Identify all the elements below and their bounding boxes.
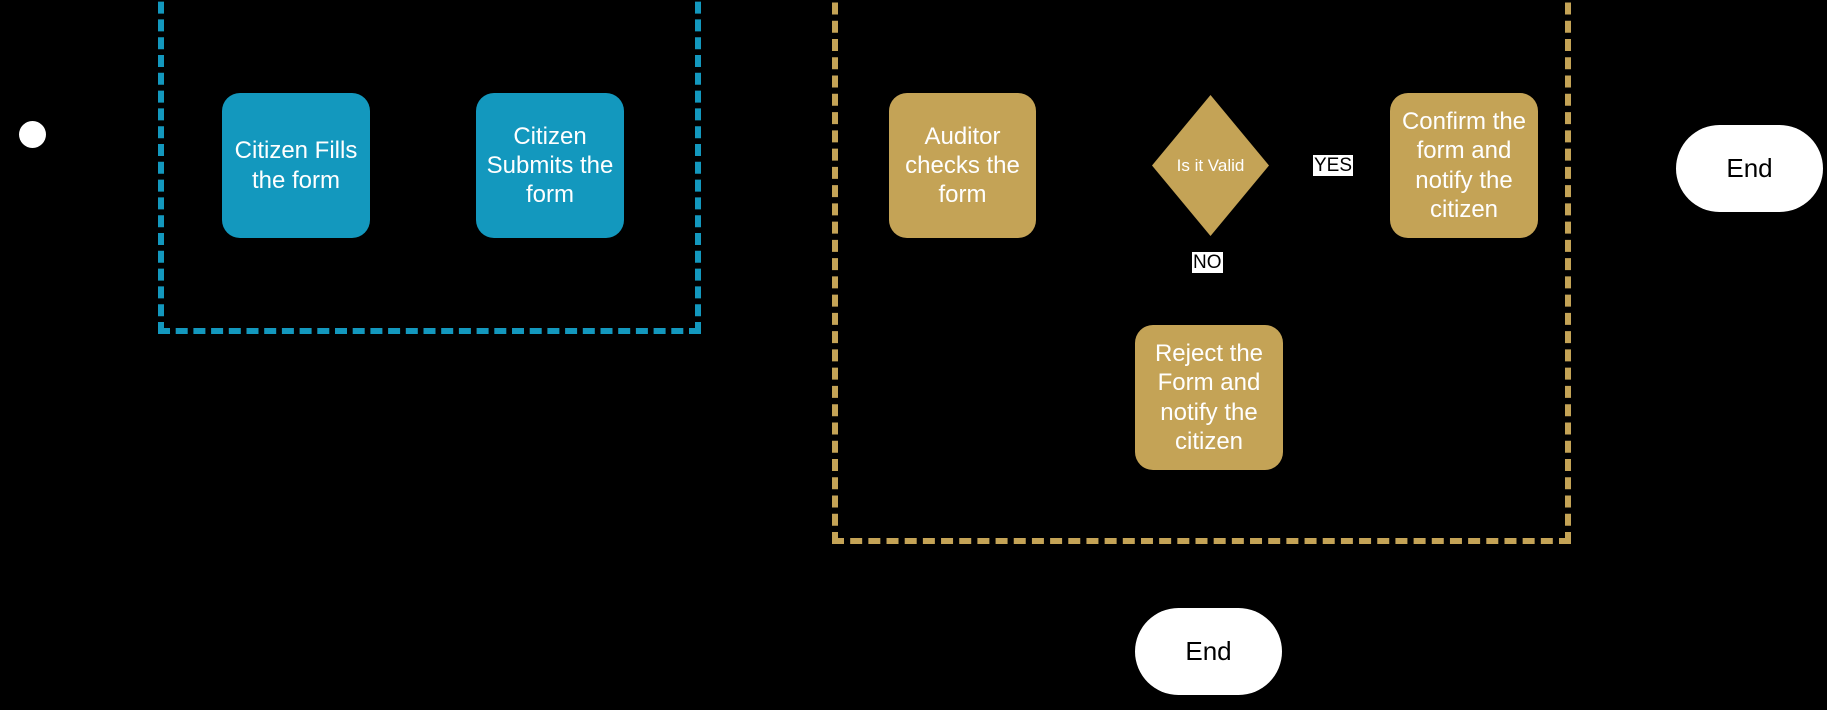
citizen-lane-container[interactable]	[158, 0, 701, 334]
node-label: End	[1185, 636, 1232, 666]
node-confirm-the-form-and-notify-the-citizen[interactable]: Confirm the form and notify the citizen	[1390, 93, 1538, 238]
node-label: End	[1726, 153, 1773, 183]
node-label: Is it Valid	[1176, 155, 1245, 175]
start-node[interactable]	[19, 121, 46, 148]
node-citizen-fills-the-form[interactable]: Citizen Fills the form	[222, 93, 370, 238]
node-label: Confirm the form and notify the citizen	[1401, 107, 1527, 223]
node-label: Citizen Submits the form	[486, 122, 614, 209]
node-is-it-valid-decision[interactable]: Is it Valid	[1152, 95, 1269, 236]
edge-label-yes: YES	[1313, 155, 1354, 177]
node-label: Auditor checks the form	[905, 122, 1020, 209]
node-end-bottom[interactable]: End	[1135, 608, 1282, 695]
node-label: Reject the Form and notify the citizen	[1154, 339, 1264, 455]
node-end-right[interactable]: End	[1676, 125, 1823, 212]
node-citizen-submits-the-form[interactable]: Citizen Submits the form	[476, 93, 624, 238]
node-label: Citizen Fills the form	[234, 137, 358, 194]
edge-label-no: NO	[1192, 252, 1223, 274]
node-reject-the-form-and-notify-the-citizen[interactable]: Reject the Form and notify the citizen	[1135, 325, 1283, 470]
auditor-lane-container[interactable]	[832, 0, 1571, 544]
node-auditor-checks-the-form[interactable]: Auditor checks the form	[889, 93, 1036, 238]
